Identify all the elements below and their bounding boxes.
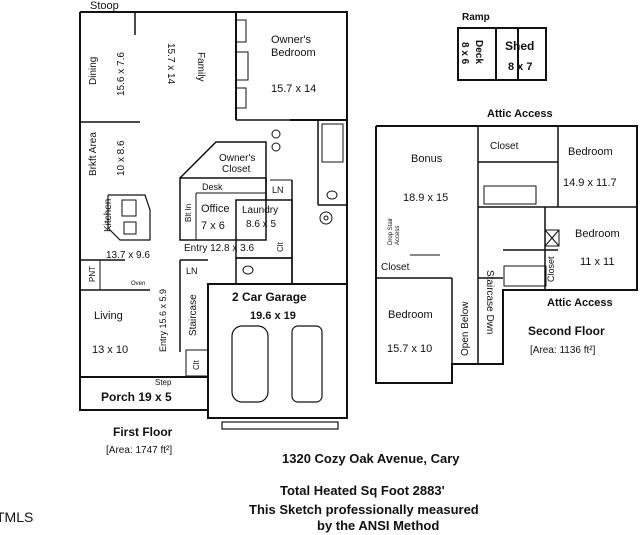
owners-bedroom-dim-label: 15.7 x 14: [271, 83, 316, 95]
drop-stair-label-line1: Drop Stair: [388, 218, 394, 245]
brkft-area-label: Brkft Area: [88, 132, 99, 176]
closet-left-label: Closet: [381, 262, 410, 273]
ln-lower-label: LN: [186, 266, 198, 276]
second-floor-area: [Area: 1136 ft²]: [530, 345, 596, 356]
watermark-text: TMLS: [0, 509, 33, 525]
ramp-label: Ramp: [462, 12, 490, 23]
owners-closet-label-line1: Owner's: [219, 153, 255, 164]
entry-lower-label: Entry 15.6 x 5.9: [158, 289, 168, 352]
ln-upper-label: LN: [272, 185, 284, 195]
drop-stair-label: Drop Stair Access: [388, 216, 401, 245]
deck-outline: [457, 27, 519, 81]
attic-access-bottom-label: Attic Access: [547, 297, 613, 309]
kitchen-dim-label: 13.7 x 9.6: [106, 250, 150, 261]
bedroom-sw-dim-label: 15.7 x 10: [387, 343, 432, 355]
pnt-label: PNT: [88, 266, 97, 282]
clt-laundry-label: Clt: [276, 241, 285, 252]
family-label: Family: [195, 52, 206, 81]
desk-label: Desk: [202, 182, 223, 192]
drop-stair-label-line2: Access: [395, 226, 401, 245]
owners-bedroom-label-line2: Bedroom: [271, 47, 316, 59]
shed-dim-label: 8 x 7: [508, 61, 532, 73]
closet-top-label: Closet: [490, 141, 519, 152]
office-label: Office: [201, 203, 230, 215]
oven-label: Oven: [131, 281, 145, 287]
bedroom-e-label: Bedroom: [575, 228, 620, 240]
owners-closet-label-line2: Closet: [222, 164, 251, 175]
laundry-label: Laundry: [242, 205, 278, 216]
dining-label: Dining: [88, 57, 99, 85]
clt-entry-label: Clt: [192, 359, 201, 370]
bedroom-ne-label: Bedroom: [568, 146, 613, 158]
measured-line1: This Sketch professionally measured: [249, 502, 479, 517]
office-dim-label: 7 x 6: [201, 220, 225, 232]
garage-dim-label: 19.6 x 19: [250, 310, 296, 322]
porch-label: Porch 19 x 5: [101, 390, 172, 404]
owners-bedroom-label: Owner's Bedroom: [271, 34, 316, 59]
first-floor-walls: [79, 11, 638, 430]
living-label: Living: [94, 310, 123, 322]
open-below-label: Open Below: [460, 301, 471, 356]
address-label: 1320 Cozy Oak Avenue, Cary: [282, 451, 460, 466]
first-floor-title: First Floor: [113, 425, 173, 439]
bedroom-sw-label: Bedroom: [388, 309, 433, 321]
laundry-dim-label: 8.6 x 5: [246, 219, 276, 230]
garage-label: 2 Car Garage: [232, 290, 307, 304]
second-floor-title: Second Floor: [528, 324, 605, 338]
measured-line2: by the ANSI Method: [317, 518, 439, 533]
bedroom-ne-dim-label: 14.9 x 11.7: [563, 177, 617, 189]
bonus-label: Bonus: [411, 153, 443, 165]
kitchen-label: Kitchen: [103, 199, 114, 232]
dining-dim-label: 15.6 x 7.6: [116, 52, 127, 96]
stoop-label: Stoop: [90, 0, 119, 12]
deck-label: Deck: [473, 40, 484, 64]
living-dim-label: 13 x 10: [92, 344, 128, 356]
closet-right-label: Closet: [546, 256, 556, 282]
brkft-dim-label: 10 x 8.6: [116, 140, 127, 176]
staircase-label: Staircase: [188, 294, 199, 336]
staircase-dwn-label: Staircase Dwn: [484, 270, 495, 334]
owners-closet-label: Owner's Closet: [219, 153, 258, 175]
shed-label: Shed: [505, 39, 534, 53]
bit-in-label: Blt In: [184, 204, 193, 222]
deck-dim-label: 8 x 6: [459, 42, 470, 65]
bonus-dim-label: 18.9 x 15: [403, 192, 448, 204]
first-floor-area: [Area: 1747 ft²]: [106, 445, 172, 456]
family-dim-label: 15.7 x 14: [165, 43, 176, 85]
entry-upper-label: Entry 12.8 x 3.6: [184, 243, 254, 254]
attic-access-top-label: Attic Access: [487, 108, 553, 120]
bedroom-e-dim-label: 11 x 11: [580, 256, 614, 268]
step-label: Step: [155, 378, 172, 387]
owners-bedroom-label-line1: Owner's: [271, 34, 311, 46]
heated-sqft-label: Total Heated Sq Foot 2883': [280, 483, 445, 498]
